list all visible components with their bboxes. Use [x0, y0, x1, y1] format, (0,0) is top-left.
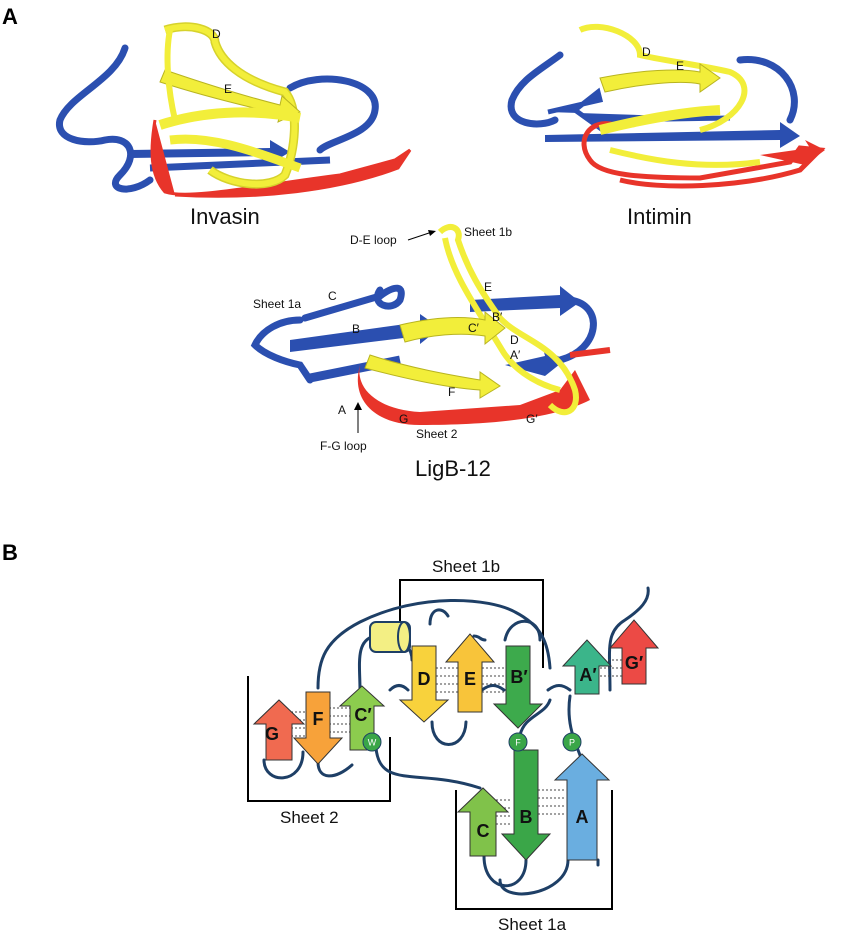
strand-g-prime	[608, 619, 660, 685]
sheet1a-box	[455, 790, 613, 910]
strand-label-a-prime: A′	[579, 665, 596, 685]
strand-e	[444, 633, 496, 713]
ligb12-structure	[250, 223, 611, 425]
residue-p: P	[562, 732, 582, 752]
ligb12-title: LigB-12	[415, 456, 491, 481]
topology-loops	[262, 586, 650, 896]
strand-b-prime	[492, 645, 544, 729]
strand-label-b-prime: B′	[510, 667, 527, 687]
sheet1b-label: Sheet 1b	[432, 557, 500, 576]
ligb12-label-g: G	[399, 412, 408, 426]
ligb12-label-a-prime: A′	[510, 348, 521, 362]
sheet2-box	[247, 676, 391, 802]
strand-label-e: E	[464, 669, 476, 689]
svg-text:F: F	[515, 737, 521, 747]
residue-w: W	[362, 732, 382, 752]
invasin-label-e: E	[224, 82, 232, 96]
strand-label-b: B	[520, 807, 533, 827]
strand-label-c-prime: C′	[354, 705, 371, 725]
sheet2-label: Sheet 2	[280, 808, 339, 827]
strands	[252, 619, 660, 861]
strand-b	[500, 749, 552, 861]
strand-c	[456, 787, 510, 857]
strand-g	[252, 699, 306, 761]
fg-loop-arrowhead	[354, 402, 362, 410]
panel-b-letter: B	[2, 540, 18, 565]
ligb12-label-b-prime: B′	[492, 310, 503, 324]
strand-a	[553, 753, 611, 861]
residue-f: F	[508, 732, 528, 752]
ligb12-label-a: A	[338, 403, 346, 417]
sheet1b-box	[399, 579, 544, 668]
strand-label-a: A	[576, 807, 589, 827]
intimin-label-e: E	[676, 59, 684, 73]
strand-label-g: G	[265, 724, 279, 744]
strand-label-c: C	[477, 821, 490, 841]
ligb12-label-e: E	[484, 280, 492, 294]
strand-a-prime	[561, 639, 613, 695]
intimin-label-d: D	[642, 45, 651, 59]
panel-a-letter: A	[2, 4, 18, 29]
intimin-structure	[507, 23, 826, 189]
intimin-title: Intimin	[627, 204, 692, 229]
invasin-label-d: D	[212, 27, 221, 41]
helix-cylinder	[369, 621, 411, 653]
strand-f	[292, 691, 344, 765]
svg-text:P: P	[569, 737, 575, 747]
invasin-title: Invasin	[190, 204, 260, 229]
ligb12-label-sheet2: Sheet 2	[416, 427, 458, 441]
ligb12-label-sheet1a: Sheet 1a	[253, 297, 301, 311]
ligb12-label-f: F	[448, 385, 455, 399]
sheet1a-label: Sheet 1a	[498, 915, 567, 934]
de-loop-arrowhead	[428, 230, 436, 236]
strand-label-f: F	[313, 709, 324, 729]
ligb12-label-sheet1b: Sheet 1b	[464, 225, 512, 239]
strand-label-g-prime: G′	[625, 653, 643, 673]
ligb12-label-b: B	[352, 322, 360, 336]
ligb12-label-de-loop: D-E loop	[350, 233, 397, 247]
ligb12-label-d: D	[510, 333, 519, 347]
ligb12-label-g-prime: G′	[526, 412, 538, 426]
ligb12-label-c-prime: C′	[468, 321, 480, 335]
sheet-boxes	[247, 579, 613, 910]
ligb12-label-fg-loop: F-G loop	[320, 439, 367, 453]
svg-text:W: W	[368, 737, 377, 747]
strand-label-d: D	[418, 669, 431, 689]
strand-d	[398, 645, 450, 723]
ligb12-label-c: C	[328, 289, 337, 303]
invasin-structure	[56, 22, 412, 198]
de-loop-arrow	[407, 231, 433, 241]
